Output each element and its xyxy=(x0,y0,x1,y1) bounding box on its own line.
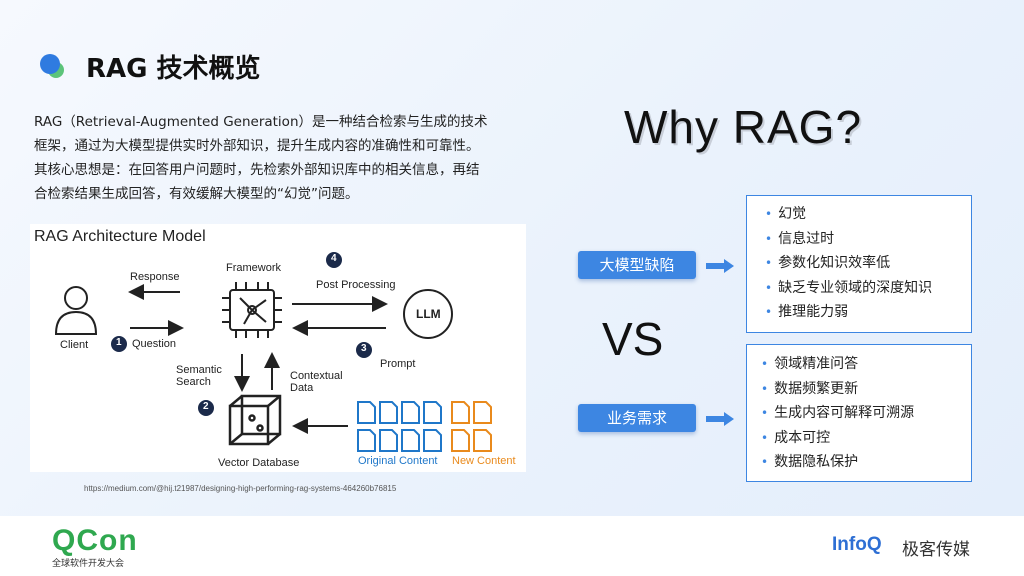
architecture-title: RAG Architecture Model xyxy=(34,228,206,245)
vs-label: VS xyxy=(602,313,664,365)
llm-circle xyxy=(403,289,453,339)
step-2-number: 2 xyxy=(203,401,209,412)
new-content-label: New Content xyxy=(452,455,516,467)
right-arrow-icon xyxy=(706,259,734,273)
need-item: 领域精准问答 xyxy=(761,352,971,377)
llm-defects-box: 幻觉 信息过时 参数化知识效率低 缺乏专业领域的深度知识 推理能力弱 xyxy=(746,195,972,333)
step-3-number: 3 xyxy=(361,343,367,354)
step-3-badge xyxy=(356,342,372,358)
vector-database-cube-icon xyxy=(228,394,282,446)
intro-line: RAG（Retrieval-Augmented Generation）是一种结合… xyxy=(34,114,488,130)
vector-database-label: Vector Database xyxy=(218,457,300,469)
qcon-logo: QCon 全球软件开发大会 xyxy=(52,524,138,570)
step-1-badge xyxy=(111,336,127,352)
business-needs-tag: 业务需求 xyxy=(578,404,696,432)
llm-label: LLM xyxy=(416,307,441,321)
right-arrow-icon xyxy=(706,412,734,426)
step-4-number: 4 xyxy=(331,253,337,264)
question-label: Question xyxy=(132,338,177,350)
source-link[interactable]: https://medium.com/@hij.t21987/designing… xyxy=(84,484,397,493)
semantic-search-label: Semantic Search xyxy=(176,364,222,388)
defect-item: 参数化知识效率低 xyxy=(765,251,971,276)
original-content-docs-icon xyxy=(357,401,442,452)
infoq-logo: InfoQ xyxy=(832,534,882,555)
footer xyxy=(0,516,1024,576)
intro-line: 合检索结果生成回答，有效缓解大模型的“幻觉”问题。 xyxy=(34,186,359,202)
post-processing-label: Post Processing xyxy=(316,279,396,291)
llm-defects-tag: 大模型缺陷 xyxy=(578,251,696,279)
need-item: 数据频繁更新 xyxy=(761,377,971,402)
defect-item: 幻觉 xyxy=(765,202,971,227)
jike-media-logo: 极客传媒 xyxy=(902,540,970,560)
why-rag-heading: Why RAG? xyxy=(624,101,863,153)
qcon-logo-text: QCon xyxy=(52,524,138,557)
rag-architecture-diagram: RAG Architecture Model xyxy=(30,224,526,472)
intro-paragraph: RAG（Retrieval-Augmented Generation）是一种结合… xyxy=(34,110,534,206)
need-item: 数据隐私保护 xyxy=(761,450,971,475)
architecture-svg xyxy=(54,252,492,452)
step-1-number: 1 xyxy=(116,337,122,348)
need-item: 成本可控 xyxy=(761,426,971,451)
need-item: 生成内容可解释可溯源 xyxy=(761,401,971,426)
response-label: Response xyxy=(130,271,180,283)
original-content-label: Original Content xyxy=(358,455,438,467)
intro-line: 其核心思想是：在回答用户问题时，先检索外部知识库中的相关信息，再结 xyxy=(34,162,480,178)
step-4-badge xyxy=(326,252,342,268)
intro-line: 框架，通过为大模型提供实时外部知识，提升生成内容的准确性和可靠性。 xyxy=(34,138,480,154)
defect-item: 信息过时 xyxy=(765,227,971,252)
prompt-label: Prompt xyxy=(380,358,416,370)
client-icon xyxy=(54,286,98,335)
title-bullet-icon xyxy=(40,54,64,78)
contextual-data-label: Contextual Data xyxy=(290,370,343,394)
page-title: RAG 技术概览 xyxy=(86,54,261,84)
qcon-subtitle: 全球软件开发大会 xyxy=(52,559,125,569)
step-2-badge xyxy=(198,400,214,416)
defect-item: 推理能力弱 xyxy=(765,300,971,325)
framework-label: Framework xyxy=(226,262,282,274)
business-needs-box: 领域精准问答 数据频繁更新 生成内容可解释可溯源 成本可控 数据隐私保护 xyxy=(746,344,972,482)
new-content-docs-icon xyxy=(451,401,492,452)
framework-chip-icon xyxy=(222,282,282,338)
client-label: Client xyxy=(60,339,89,351)
defect-item: 缺乏专业领域的深度知识 xyxy=(765,276,971,301)
